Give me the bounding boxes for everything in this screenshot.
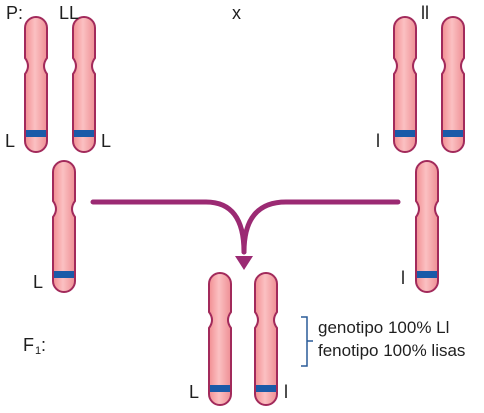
allele-band [417,271,437,278]
allele-band [395,130,415,137]
allele-band [54,271,74,278]
parent-right-genotype: ll [421,3,429,23]
allele-label-parent-right: l [376,131,380,151]
chromosome-gamete-right [415,160,439,293]
chromosome-parent-left-1 [24,16,48,153]
cross-symbol: x [232,3,241,23]
f1-colon: : [41,335,47,355]
arrow-head-icon [235,256,253,270]
allele-label-f1-right: l [284,382,288,402]
chromosome-parent-right-2 [441,16,465,153]
chromosome-f1-left [208,272,232,406]
parent-left-genotype: LL [59,3,80,23]
f1-label: F [23,335,34,355]
allele-band [210,385,230,392]
chromosome-f1-right [254,272,278,406]
parent-generation-label: P: [6,3,24,23]
f1-subscript: 1 [35,345,42,357]
allele-label-parent-left-1: L [5,131,16,151]
chromosome-parent-right-1 [393,16,417,153]
allele-band [443,130,463,137]
f1-phenotype-text: fenotipo 100% lisas [318,341,466,360]
allele-label-gamete-right: l [401,268,405,288]
allele-band [74,130,94,137]
chromosome-parent-left-2 [72,16,96,153]
fusion-arrow [90,199,401,255]
chromosome-gamete-left [52,160,76,293]
allele-label-f1-left: L [189,382,200,402]
f1-genotype-text: genotipo 100% Ll [318,318,450,337]
allele-band [26,130,46,137]
f1-bracket [301,316,313,367]
allele-label-gamete-left: L [33,272,44,292]
allele-band [256,385,276,392]
allele-label-parent-left-2: L [101,131,112,151]
